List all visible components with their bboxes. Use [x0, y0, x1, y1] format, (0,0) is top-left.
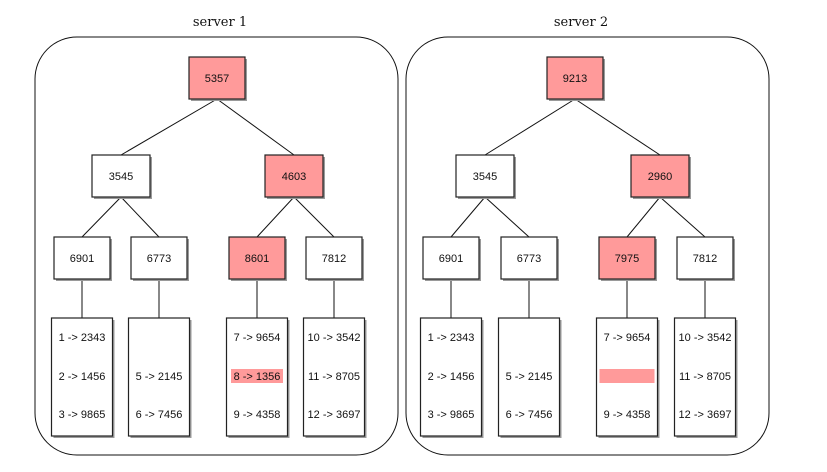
leaf-entry: 2 -> 1456 — [59, 371, 106, 383]
level1-hash-node — [455, 154, 515, 198]
leaf-entry: 1 -> 2343 — [59, 332, 106, 344]
level1-hash-node-label: 4603 — [282, 171, 306, 183]
leaf-data-block — [127, 317, 191, 437]
tree-edge — [574, 98, 661, 156]
leaf-entry: 7 -> 9654 — [234, 332, 281, 344]
level2-hash-node — [305, 236, 363, 280]
leaf-data-block — [419, 317, 483, 437]
level2-hash-node-label: 7975 — [615, 253, 639, 265]
level2-hash-node-label: 6901 — [70, 253, 94, 265]
level2-hash-node — [53, 236, 111, 280]
leaf-entry: 9 -> 4358 — [604, 409, 651, 421]
root-hash-node-label: 5357 — [205, 73, 229, 85]
level2-hash-node — [598, 236, 656, 280]
tree-edge — [659, 196, 706, 238]
level2-hash-node — [676, 236, 734, 280]
changed-entry-highlight — [231, 369, 283, 383]
level1-hash-node — [91, 154, 151, 198]
leaf-entry: 5 -> 2145 — [136, 371, 183, 383]
root-hash-node — [188, 56, 246, 100]
leaf-entry: 3 -> 9865 — [428, 409, 475, 421]
tree-edge — [256, 196, 295, 238]
leaf-entry: 11 -> 8705 — [679, 371, 731, 383]
server-panel — [405, 36, 770, 456]
leaf-data-block — [302, 317, 366, 437]
level2-hash-node-label: 8601 — [245, 253, 269, 265]
tree-edge — [484, 196, 530, 238]
leaf-entry: 3 -> 9865 — [59, 409, 106, 421]
leaf-entry: 8 -> 1356 — [234, 371, 281, 383]
level2-hash-node — [130, 236, 188, 280]
tree-edge — [120, 196, 160, 238]
level1-hash-node — [630, 154, 690, 198]
server-panel — [34, 36, 399, 456]
leaf-data-block — [673, 317, 737, 437]
tree-edge — [120, 98, 218, 156]
leaf-entry: 10 -> 3542 — [679, 332, 732, 344]
leaf-entry: 5 -> 2145 — [506, 371, 553, 383]
level1-hash-node-label: 3545 — [109, 171, 133, 183]
leaf-entry: 6 -> 7456 — [136, 409, 183, 421]
server-1-group: server 1 5357 3545 4603 6901 6773 8601 7812 1 ->… — [34, 15, 399, 456]
root-hash-node-label: 9213 — [563, 73, 587, 85]
level2-hash-node-label: 6901 — [439, 253, 463, 265]
leaf-data-block — [497, 317, 561, 437]
tree-edge — [450, 196, 486, 238]
tree-edge — [484, 98, 576, 156]
level1-hash-node-label: 3545 — [473, 171, 497, 183]
level2-hash-node-label: 6773 — [147, 253, 171, 265]
leaf-entry: 9 -> 4358 — [234, 409, 281, 421]
leaf-entry: 7 -> 9654 — [604, 332, 651, 344]
leaf-entry: 10 -> 3542 — [308, 332, 361, 344]
leaf-entry: 11 -> 8705 — [308, 371, 360, 383]
leaf-entry: 2 -> 1456 — [428, 371, 475, 383]
server-title: server 2 — [554, 15, 608, 30]
level1-hash-node — [264, 154, 324, 198]
tree-edge — [626, 196, 661, 238]
level2-hash-node — [422, 236, 480, 280]
leaf-entry: 12 -> 3697 — [308, 409, 361, 421]
tree-edge — [216, 98, 295, 156]
leaf-entry: 6 -> 7456 — [506, 409, 553, 421]
level2-hash-node — [228, 236, 286, 280]
tree-edge — [293, 196, 335, 238]
root-hash-node — [546, 56, 604, 100]
changed-entry-highlight — [599, 369, 655, 383]
tree-edge — [81, 196, 122, 238]
level1-hash-node-label: 2960 — [648, 171, 672, 183]
leaf-entry: 1 -> 2343 — [428, 332, 475, 344]
server-2-group: server 2 9213 3545 2960 6901 6773 7975 7812 1 ->… — [405, 15, 770, 456]
server-title: server 1 — [193, 15, 247, 30]
level2-hash-node — [500, 236, 558, 280]
leaf-data-block — [50, 317, 114, 437]
leaf-entry: 12 -> 3697 — [679, 409, 732, 421]
level2-hash-node-label: 7812 — [322, 253, 346, 265]
level2-hash-node-label: 6773 — [517, 253, 541, 265]
level2-hash-node-label: 7812 — [693, 253, 717, 265]
